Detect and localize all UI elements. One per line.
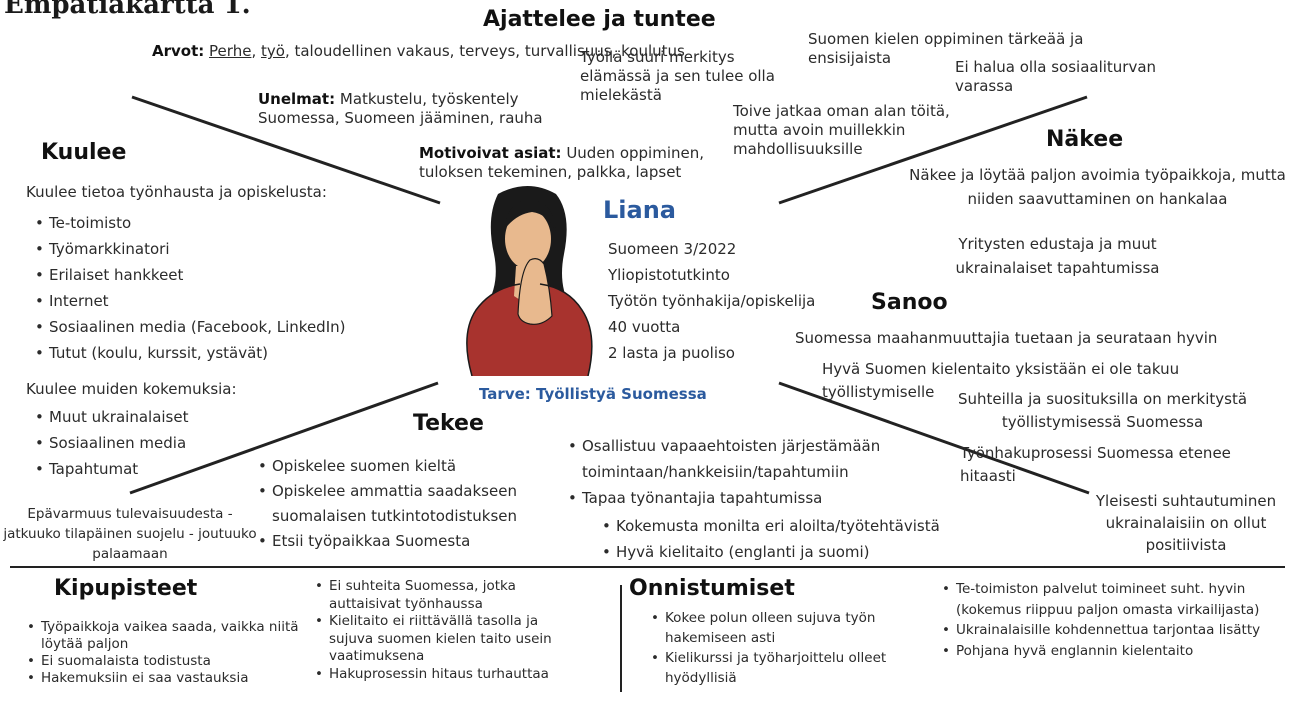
page-title: Empatiakartta 1. [4,0,251,20]
hears-intro-info: Kuulee tietoa työnhausta ja opiskelusta: [26,183,327,201]
list-item: Kielitaito ei riittävällä tasolla ja suj… [310,613,585,666]
values-separator: , [251,42,257,60]
gains-list-left: Kokee polun olleen sujuva työn hakemisee… [646,608,921,688]
persona-portrait [466,186,593,376]
list-item: Opiskelee ammattia saadakseen suomalaise… [253,479,573,529]
does-list-left: Opiskelee suomen kieltä Opiskelee ammatt… [253,454,573,554]
list-item: Erilaiset hankkeet [30,262,345,288]
persona-detail: Suomeen 3/2022 [608,240,737,258]
list-item: Sosiaalinen media (Facebook, LinkedIn) [30,314,345,340]
persona-hair-front [504,199,556,232]
values-label: Arvot: [152,42,205,60]
list-item: Internet [30,288,345,314]
does-heading: Tekee [413,411,484,436]
does-list-right: Osallistuu vapaaehtoisten järjestämään t… [563,433,943,511]
list-item: Etsii työpaikkaa Suomesta [253,529,573,554]
pains-list-left: Työpaikkoja vaikea saada, vaikka niitä l… [22,619,307,687]
thinks-note: Toive jatkaa oman alan töitä, mutta avoi… [733,102,950,158]
motivations-note: Motivoivat asiat: Uuden oppiminen, tulok… [419,144,737,182]
motivations-label: Motivoivat asiat: [419,144,562,162]
thinks-note: Ei halua olla sosiaaliturvan varassa [955,58,1157,95]
dreams-label: Unelmat: [258,90,336,108]
hears-heading: Kuulee [41,140,127,165]
hears-list-experiences: Muut ukrainalaiset Sosiaalinen media Tap… [30,404,188,482]
list-item: Osallistuu vapaaehtoisten järjestämään t… [563,433,943,485]
list-item: Ei suhteita Suomessa, jotka auttaisivat … [310,578,585,613]
thinks-heading: Ajattelee ja tuntee [483,7,716,32]
persona-detail: Yliopistotutkinto [608,266,730,284]
gains-heading: Onnistumiset [629,576,795,601]
divider-top-right [778,95,1088,205]
persona-name: Liana [603,196,676,224]
sees-item: Yritysten edustaja ja muut ukrainalaiset… [955,235,1160,277]
list-item: Te-toimisto [30,210,345,236]
list-item: Tapahtumat [30,456,188,482]
hears-intro-experiences: Kuulee muiden kokemuksia: [26,380,237,398]
values-note: Arvot: Perhe, työ, taloudellinen vakaus,… [152,42,685,61]
says-item: Työnhakuprosessi Suomessa etenee hitaast… [960,444,1231,485]
list-item: Hakemuksiin ei saa vastauksia [22,670,307,687]
pains-heading: Kipupisteet [54,576,198,601]
list-item: Muut ukrainalaiset [30,404,188,430]
list-item: Kielikurssi ja työharjoittelu olleet hyö… [646,648,921,688]
does-list-sub: Kokemusta monilta eri aloilta/työtehtävi… [597,513,940,565]
persona-shirt [466,284,592,376]
list-item: Kokemusta monilta eri aloilta/työtehtävi… [597,513,940,539]
value-family: Perhe [209,42,252,60]
sees-item: Näkee ja löytää paljon avoimia työpaikko… [909,166,1286,208]
dreams-note: Unelmat: Matkustelu, työskentely Suomess… [258,90,576,128]
motivations-text: Uuden oppiminen, tuloksen tekeminen, pal… [419,144,705,181]
list-item: Työpaikkoja vaikea saada, vaikka niitä l… [22,619,307,653]
pains-list-right: Ei suhteita Suomessa, jotka auttaisivat … [310,578,585,683]
list-item: Ukrainalaisille kohdennettua tarjontaa l… [937,620,1272,641]
value-work: työ [261,42,285,60]
says-heading: Sanoo [871,290,948,315]
says-item: Suhteilla ja suosituksilla on merkitystä… [957,390,1248,431]
persona-detail: 40 vuotta [608,318,681,336]
list-item: Pohjana hyvä englannin kielentaito [937,641,1272,662]
says-item: Yleisesti suhtautuminen ukrainalaisiin o… [1095,492,1277,554]
list-item: Kokee polun olleen sujuva työn hakemisee… [646,608,921,648]
persona-details: Suomeen 3/2022 Yliopistotutkinto Työtön … [608,236,815,366]
list-item: Työmarkkinatori [30,236,345,262]
divider-top-left [131,95,441,205]
persona-face [505,209,551,269]
persona-hands [517,258,553,325]
says-item: Suomessa maahanmuuttajia tuetaan ja seur… [795,329,1218,347]
list-item: Ei suomalaista todistusta [22,653,307,670]
persona-detail: 2 lasta ja puoliso [608,344,735,362]
sees-heading: Näkee [1046,127,1124,152]
gains-list-right: Te-toimiston palvelut toimineet suht. hy… [937,579,1272,661]
says-item: Hyvä Suomen kielentaito yksistään ei ole… [822,360,1180,401]
list-item: Hakuprosessin hitaus turhauttaa [310,666,585,684]
persona-need: Tarve: Työllistyä Suomessa [479,385,707,403]
thinks-note: Työllä suuri merkitys elämässä ja sen tu… [580,48,775,104]
list-item: Tutut (koulu, kurssit, ystävät) [30,340,345,366]
thinks-note: Suomen kielen oppiminen tärkeää ja ensis… [808,30,1084,67]
persona-detail: Työtön työnhakija/opiskelija [608,292,816,310]
persona-shirt-outline [466,283,593,376]
values-rest: , taloudellinen vakaus, terveys, turvall… [284,42,685,60]
list-item: Te-toimiston palvelut toimineet suht. hy… [937,579,1272,620]
hears-list-info: Te-toimisto Työmarkkinatori Erilaiset ha… [30,210,345,366]
uncertainty-note: Epävarmuus tulevaisuudesta - jatkuuko ti… [3,506,257,562]
dreams-text: Matkustelu, työskentely Suomessa, Suomee… [258,90,543,127]
list-item: Sosiaalinen media [30,430,188,456]
list-item: Tapaa työnantajia tapahtumissa [563,485,943,511]
list-item: Opiskelee suomen kieltä [253,454,573,479]
list-item: Hyvä kielitaito (englanti ja suomi) [597,539,940,565]
